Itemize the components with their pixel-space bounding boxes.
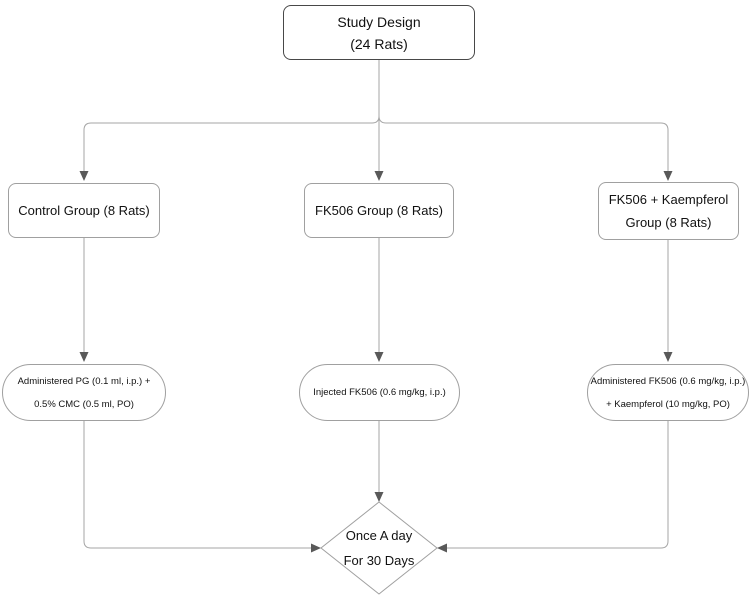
fk506-kaempferol-group-line2: Group (8 Rats) [625,215,712,230]
edge-fk506-kaempferol-treatment-to-duration [447,421,669,549]
edge-control-treatment-to-duration [83,421,311,549]
control-treatment-line1: Administered PG (0.1 ml, i.p.) + [17,375,151,387]
edge-study-to-control [83,60,380,172]
study-design-line1: Study Design [337,13,421,30]
duration-node: Once A day For 30 Days [321,510,437,586]
fk506-kaempferol-treatment-line1: Administered FK506 (0.6 mg/kg, i.p.) [590,375,746,387]
control-group-node: Control Group (8 Rats) [8,183,160,238]
arrowhead-into-fk506-kaempferol-group [663,171,673,181]
duration-line1: Once A day [345,528,413,543]
study-design-node: Study Design (24 Rats) [283,5,475,60]
control-group-label: Control Group (8 Rats) [18,203,150,218]
control-treatment-line2: 0.5% CMC (0.5 ml, PO) [34,398,134,410]
arrowhead-into-duration-right [437,543,447,553]
fk506-kaempferol-group-line1: FK506 + Kaempferol [608,192,729,207]
arrowhead-into-fk506-group [374,171,384,181]
fk506-kaempferol-treatment-node: Administered FK506 (0.6 mg/kg, i.p.) + K… [587,364,749,421]
duration-diamond-shape [320,501,438,595]
control-treatment-node: Administered PG (0.1 ml, i.p.) + 0.5% CM… [2,364,166,421]
arrowhead-into-control-group [79,171,89,181]
edge-study-to-fk506-kaempferol [378,60,669,172]
fk506-kaempferol-treatment-line2: + Kaempferol (10 mg/kg, PO) [606,398,730,410]
fk506-treatment-node: Injected FK506 (0.6 mg/kg, i.p.) [299,364,460,421]
arrowhead-into-fk506-treatment [374,352,384,362]
fk506-group-label: FK506 Group (8 Rats) [315,203,443,218]
arrowhead-into-duration-left [311,543,321,553]
fk506-treatment-label: Injected FK506 (0.6 mg/kg, i.p.) [313,387,446,398]
fk506-group-node: FK506 Group (8 Rats) [304,183,454,238]
arrowhead-into-fk506-kaempferol-treatment [663,352,673,362]
study-design-line2: (24 Rats) [350,35,408,52]
fk506-kaempferol-group-node: FK506 + Kaempferol Group (8 Rats) [598,182,739,240]
arrowhead-into-control-treatment [79,352,89,362]
duration-line2: For 30 Days [343,553,415,568]
arrowhead-into-duration-top [374,492,384,502]
